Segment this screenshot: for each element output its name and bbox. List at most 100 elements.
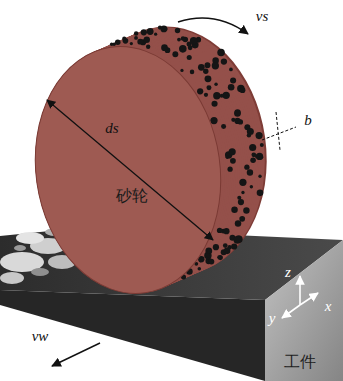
abrasive-grain: [206, 85, 211, 90]
abrasive-grain: [239, 179, 246, 186]
abrasive-grain: [221, 124, 226, 129]
workpiece-front-face: [0, 290, 265, 381]
abrasive-grain: [211, 101, 217, 107]
abrasive-grain: [249, 144, 256, 151]
axis-label: y: [269, 311, 276, 326]
abrasive-grain: [187, 55, 192, 60]
abrasive-grain: [204, 93, 208, 97]
abrasive-grain: [230, 158, 236, 164]
abrasive-grain: [205, 75, 212, 82]
abrasive-grain: [256, 132, 263, 139]
abrasive-grain: [230, 77, 236, 83]
abrasive-grain: [237, 196, 241, 200]
abrasive-grain: [221, 58, 227, 64]
abrasive-grain: [179, 45, 187, 53]
abrasive-grain: [223, 243, 228, 248]
abrasive-grain: [205, 62, 211, 68]
abrasive-grain: [229, 68, 233, 72]
abrasive-grain: [247, 133, 251, 137]
feed-arrow: [52, 343, 100, 366]
abrasive-grain: [234, 235, 242, 243]
abrasive-grain: [243, 207, 249, 213]
abrasive-grain: [250, 157, 256, 163]
abrasive-grain: [239, 216, 245, 222]
abrasive-grain: [190, 37, 197, 44]
abrasive-grain: [212, 62, 219, 69]
abrasive-grain: [218, 255, 223, 260]
abrasive-grain: [209, 259, 215, 265]
abrasive-grain: [240, 87, 246, 93]
speed-label: vs: [256, 9, 269, 24]
abrasive-grain: [260, 143, 264, 147]
abrasive-grain: [223, 228, 229, 234]
rotation-arrow: [178, 18, 248, 34]
abrasive-grain: [160, 26, 167, 33]
abrasive-grain: [198, 267, 202, 271]
abrasive-grain: [217, 49, 225, 57]
abrasive-grain: [255, 154, 259, 158]
abrasive-grain: [229, 148, 236, 155]
abrasive-grain: [154, 33, 157, 36]
part-name: 砂轮: [116, 188, 148, 204]
axis-label: x: [325, 299, 332, 314]
abrasive-grain: [247, 169, 253, 175]
abrasive-grain: [147, 28, 154, 35]
abrasive-grain: [235, 220, 242, 227]
abrasive-grain: [122, 37, 126, 41]
abrasive-grain: [220, 94, 224, 98]
abrasive-grain: [172, 51, 178, 57]
abrasive-grain: [112, 43, 116, 47]
abrasive-grain: [234, 109, 240, 115]
abrasive-grain: [206, 253, 210, 257]
axes: [282, 276, 318, 318]
abrasive-grain: [175, 28, 180, 33]
abrasive-grain: [238, 119, 243, 124]
abrasive-grain: [231, 207, 238, 214]
abrasive-grain: [177, 38, 181, 42]
abrasive-grain: [238, 199, 244, 205]
abrasive-grain: [250, 185, 253, 188]
abrasive-grain: [231, 243, 237, 249]
abrasive-grain: [210, 117, 217, 124]
abrasive-grain: [180, 69, 183, 72]
workpiece-end-face: [265, 240, 343, 381]
abrasive-grain: [213, 92, 220, 99]
abrasive-grain: [217, 228, 222, 233]
wheel-rim: [20, 34, 237, 305]
width-dimension: [276, 112, 280, 150]
wheel-face: [20, 34, 237, 305]
abrasive-grain: [207, 249, 212, 254]
abrasive-grain: [134, 31, 138, 35]
abrasive-grain: [161, 44, 168, 51]
abrasive-grain: [234, 110, 241, 117]
abrasive-grain: [190, 70, 195, 75]
abrasive-grain: [244, 164, 249, 169]
abrasive-grain: [217, 255, 221, 259]
speed-label: vw: [32, 329, 49, 344]
abrasive-grain: [227, 167, 232, 172]
abrasive-grain: [181, 36, 185, 40]
abrasive-grain: [203, 69, 208, 74]
abrasive-grain: [241, 191, 244, 194]
dimension-label: b: [304, 113, 312, 128]
abrasive-grain: [144, 37, 150, 43]
dimension-label: ds: [105, 121, 118, 136]
abrasive-grain: [130, 42, 133, 45]
grinding-wheel: [20, 14, 283, 305]
abrasive-grain: [257, 190, 264, 197]
abrasive-grain: [226, 156, 229, 159]
abrasive-grain: [237, 85, 244, 92]
abrasive-grain: [214, 83, 217, 86]
abrasive-grain: [197, 88, 203, 94]
abrasive-grain: [228, 84, 235, 91]
part-name: 工件: [284, 354, 316, 370]
abrasive-grain: [146, 45, 150, 49]
abrasive-grain: [134, 36, 138, 40]
abrasive-grain: [258, 175, 261, 178]
abrasive-grain: [137, 39, 143, 45]
diameter-line: [47, 100, 213, 240]
abrasive-grain: [234, 236, 242, 244]
axis-label: z: [285, 265, 291, 280]
